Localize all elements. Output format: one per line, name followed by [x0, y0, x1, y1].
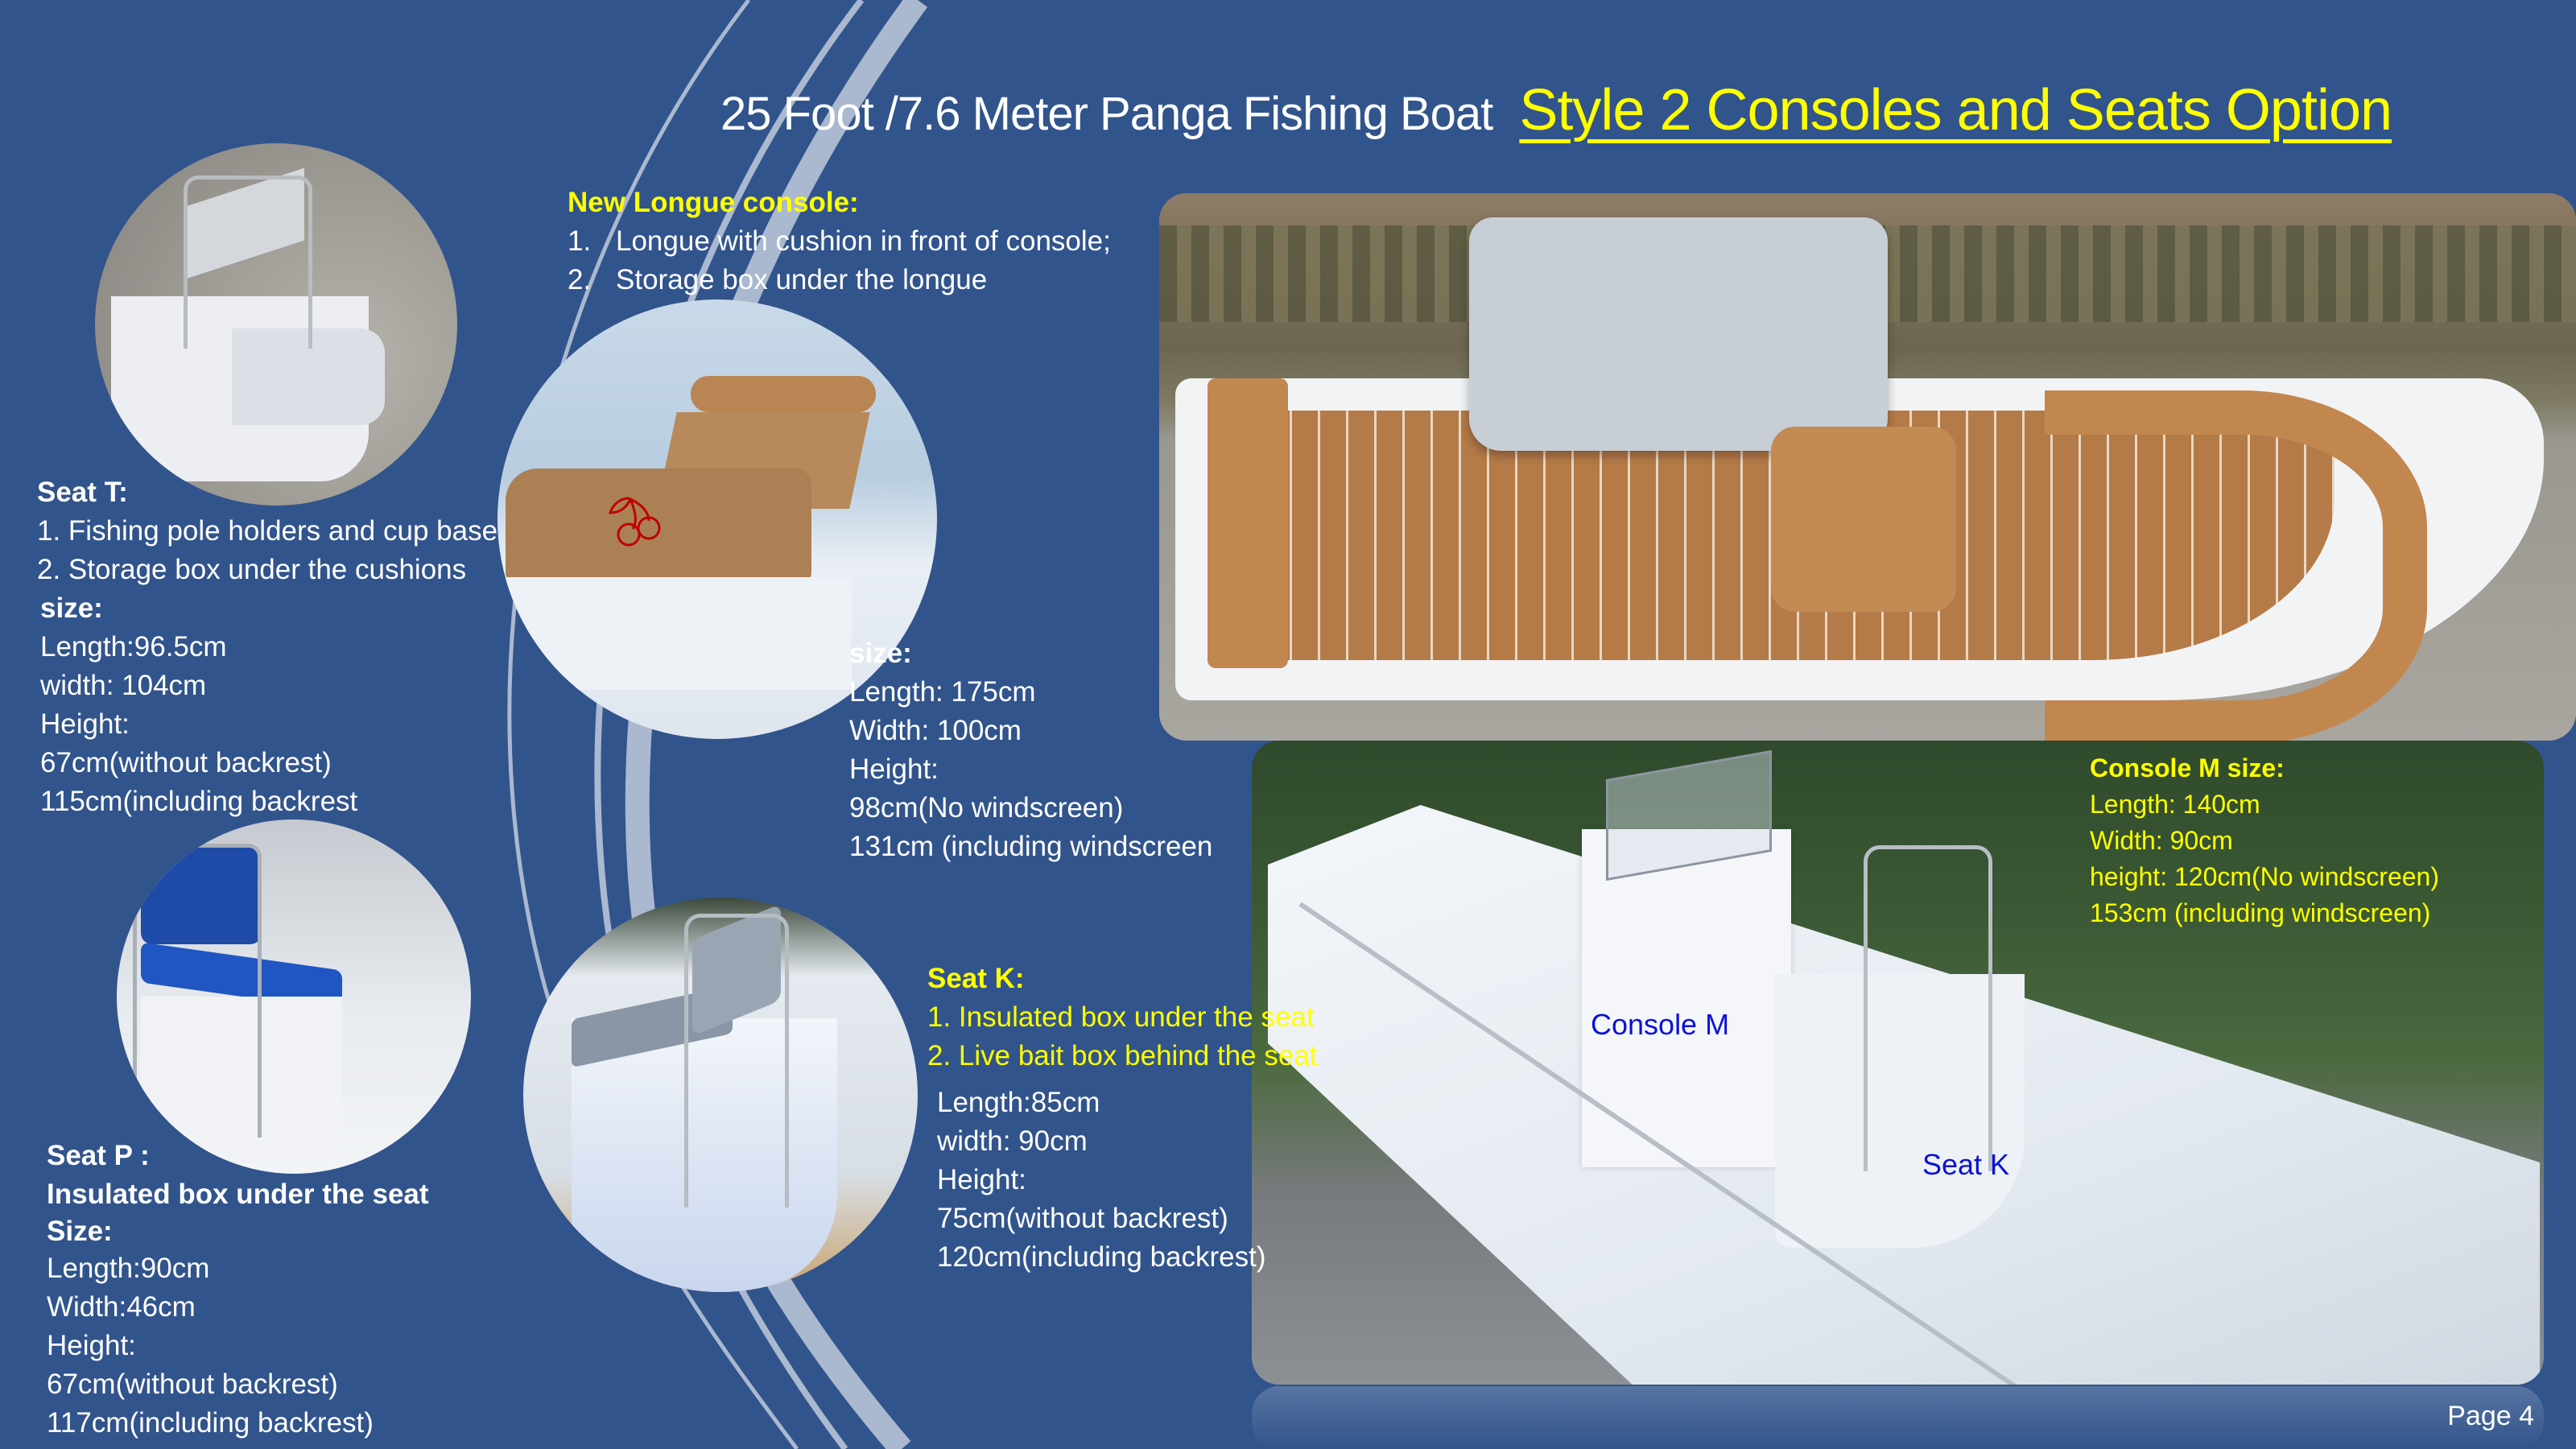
seat-k-width: width: 90cm: [937, 1125, 1088, 1157]
console-m-width: Width: 90cm: [2090, 826, 2233, 855]
seat-p-width: Width:46cm: [47, 1291, 196, 1323]
seat-p-rail: [133, 844, 262, 1137]
seat-t-size-heading: size:: [40, 592, 103, 624]
seat-t-description: Seat T: 1. Fishing pole holders and cup …: [37, 473, 497, 821]
longue-feature-1: Longue with cushion in front of console;: [616, 225, 1111, 257]
longue-height-no-windscreen: 98cm(No windscreen): [849, 792, 1124, 824]
seat-p-length: Length:90cm: [47, 1253, 210, 1284]
t-top-canopy: [1469, 217, 1888, 451]
seat-p-photo: [117, 819, 471, 1174]
console-m-heading: Console M size:: [2090, 753, 2285, 782]
seat-k-length: Length:85cm: [937, 1087, 1100, 1118]
seat-t-width: width: 104cm: [40, 670, 207, 701]
longue-headrest: [691, 376, 876, 412]
longue-heading: New Longue console:: [568, 187, 859, 218]
seat-k-feature-2: 2. Live bait box behind the seat: [927, 1040, 1318, 1071]
boat-side-photo: [1252, 741, 2544, 1385]
longue-console-description: New Longue console: 1. Longue with cushio…: [568, 184, 1111, 299]
seat-p-size-heading: Size:: [47, 1216, 113, 1247]
seat-t-height-label: Height:: [40, 708, 130, 740]
longue-console-photo: [497, 299, 937, 739]
seat-k-height-without: 75cm(without backrest): [937, 1203, 1228, 1234]
longue-height-with-windscreen: 131cm (including windscreen: [849, 831, 1213, 862]
console-m-height-no-windscreen: height: 120cm(No windscreen): [2090, 862, 2439, 891]
console-m-label: Console M: [1591, 1008, 1730, 1041]
seat-p-height-without: 67cm(without backrest): [47, 1368, 338, 1400]
longue-base: [506, 577, 852, 690]
seat-k-heading: Seat K:: [927, 963, 1025, 994]
seat-k-height-including: 120cm(including backrest): [937, 1241, 1266, 1273]
longue-feature-2: Storage box under the longue: [616, 264, 988, 295]
longue-console-size: size: Length: 175cm Width: 100cm Height:…: [849, 634, 1212, 866]
seat-k-body: [572, 1018, 837, 1292]
seat-p-box: [141, 997, 342, 1158]
seat-k-description: Seat K: 1. Insulated box under the seat …: [927, 960, 1318, 1277]
photo-reflection: [1252, 1386, 2544, 1449]
longue-feature-2-num: 2.: [568, 264, 592, 295]
seat-p-heading: Seat P :: [47, 1140, 150, 1171]
console-m-block: [1582, 829, 1791, 1167]
seat-t-height-including: 115cm(including backrest: [40, 786, 358, 817]
longue-width: Width: 100cm: [849, 715, 1022, 746]
seat-t-heading: Seat T:: [37, 477, 128, 508]
seat-t-feature-1: 1. Fishing pole holders and cup base: [37, 515, 498, 547]
seat-t-feature-2: 2. Storage box under the cushions: [37, 554, 467, 585]
slide-title: 25 Foot /7.6 Meter Panga Fishing Boat St…: [720, 74, 2392, 151]
title-main: 25 Foot /7.6 Meter Panga Fishing Boat: [720, 88, 1493, 140]
title-highlight: Style 2 Consoles and Seats Option: [1519, 78, 2392, 142]
seat-p-feature: Insulated box under the seat: [47, 1179, 429, 1210]
seat-k-photo: [523, 898, 918, 1292]
seat-p-height-including: 117cm(including backrest): [47, 1407, 374, 1439]
longue-feature-1-num: 1.: [568, 225, 592, 257]
longue-size-heading: size:: [849, 638, 912, 669]
seat-p-backrest: [141, 848, 262, 944]
console-m-length: Length: 140cm: [2090, 790, 2260, 819]
seat-p-description: Seat P : Insulated box under the seat Si…: [47, 1137, 429, 1443]
longue-length: Length: 175cm: [849, 676, 1036, 708]
seat-t-rail: [184, 175, 312, 349]
stern-bench: [1208, 378, 1288, 668]
bow-seat: [2045, 390, 2427, 741]
seat-k-height-label: Height:: [937, 1164, 1026, 1195]
seat-t-height-without: 67cm(without backrest): [40, 747, 332, 778]
cherry-logo-icon: [608, 497, 661, 547]
seat-k-rail-circle: [684, 914, 789, 1208]
seat-k-label: Seat K: [1922, 1148, 2010, 1181]
seat-t-photo: [95, 143, 457, 506]
console-m-size: Console M size: Length: 140cm Width: 90c…: [2090, 750, 2439, 931]
longue-top: [1771, 427, 1956, 612]
seat-k-block: [1775, 974, 2025, 1248]
page-number: Page 4: [2447, 1401, 2534, 1431]
console-m-height-with-windscreen: 153cm (including windscreen): [2090, 898, 2431, 927]
seat-p-height-label: Height:: [47, 1330, 136, 1361]
boat-overhead-photo: [1159, 193, 2576, 741]
longue-height-label: Height:: [849, 753, 939, 785]
seat-k-feature-1: 1. Insulated box under the seat: [927, 1001, 1315, 1033]
seat-k-rail: [1864, 845, 1992, 1171]
seat-t-length: Length:96.5cm: [40, 631, 227, 663]
